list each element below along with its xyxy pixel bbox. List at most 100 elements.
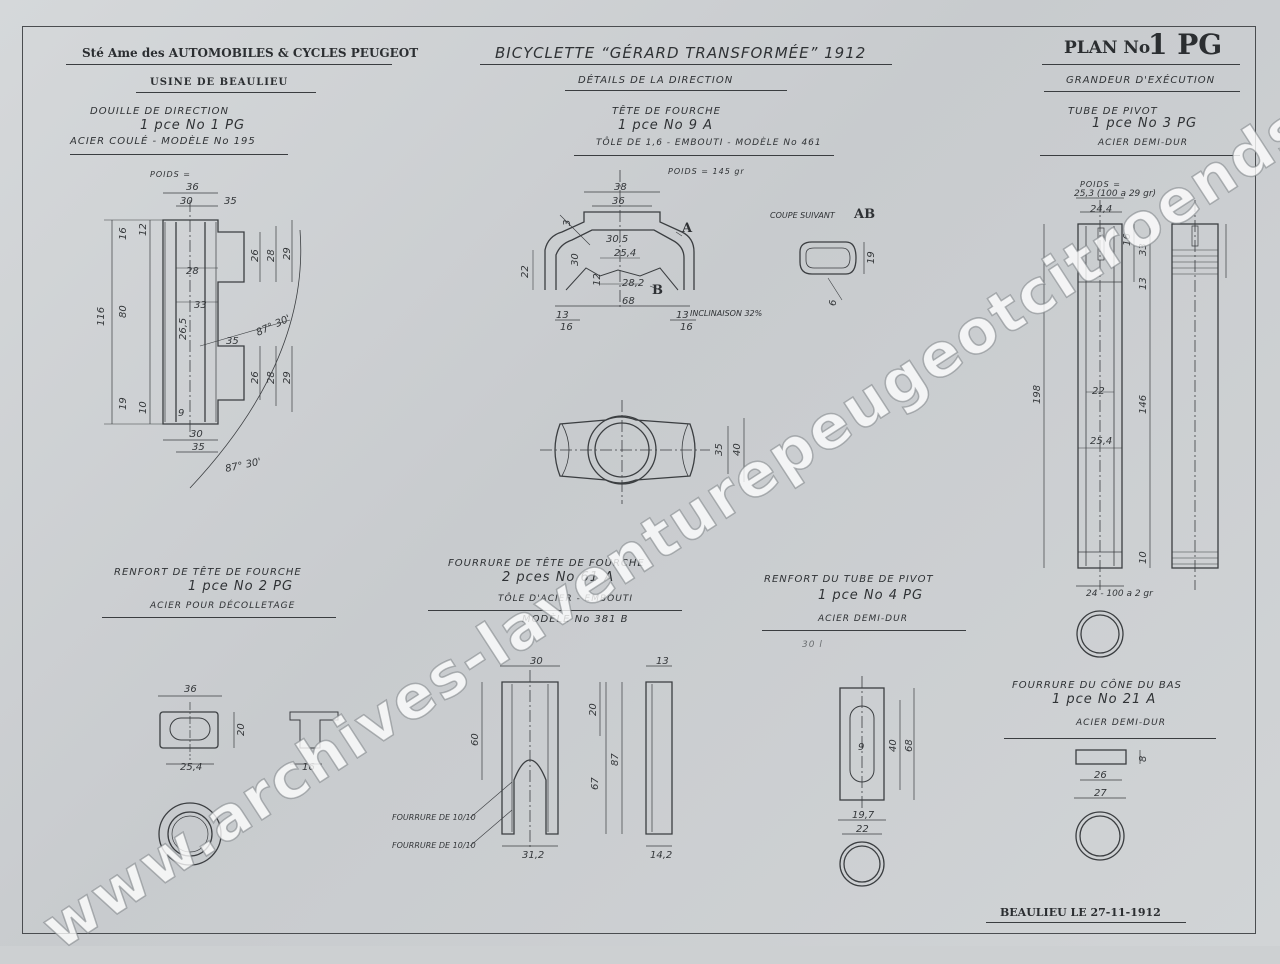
part-pivot-weight: POIDS = — [1080, 180, 1121, 189]
dim-d4-13: 13 — [1138, 277, 1149, 290]
plan-underline — [1042, 64, 1240, 65]
part-fourrure-cone-name: FOURRURE DU CÔNE DU BAS — [1012, 680, 1182, 691]
inclinaison-note: INCLINAISON 32% — [690, 309, 762, 318]
part-tete-weight: POIDS = 145 gr — [668, 167, 745, 176]
dim-d6-13: 13 — [656, 656, 669, 667]
dim-d5-36: 36 — [184, 684, 197, 695]
note-tube-bottom: 24 - 100 a 2 gr — [1086, 589, 1154, 599]
dim-d7-68: 68 — [904, 739, 915, 752]
part-fourrure-tete-underline — [428, 610, 682, 611]
dim-d2-3: 3 — [562, 220, 573, 226]
douille-drawing — [104, 192, 302, 489]
company-name: Sté Ame des AUTOMOBILES & CYCLES PEUGEOT — [82, 46, 419, 60]
dim-d2-35: 35 — [714, 443, 725, 456]
dim-d3-19: 19 — [866, 251, 877, 264]
dim-d4-24-4: 24,4 — [1090, 204, 1112, 215]
dim-d1-10: 10 — [138, 401, 149, 414]
dim-d4-22: 22 — [1092, 386, 1105, 397]
part-fourrure-tete-name: FOURRURE DE TÊTE DE FOURCHE — [448, 558, 645, 569]
fourrure-cone-drawing — [1074, 749, 1141, 861]
part-fourrure-cone-material: ACIER DEMI-DUR — [1076, 718, 1166, 728]
dim-d1-29: 29 — [282, 247, 293, 260]
dim-d1-26-5: 26,5 — [178, 318, 189, 340]
tete-fourche-drawing — [532, 170, 696, 321]
company-underline — [66, 64, 392, 65]
part-renfort-tete-underline — [102, 617, 336, 618]
place-date: BEAULIEU LE 27-11-1912 — [1000, 906, 1161, 919]
dim-d1-26c: 26 — [250, 371, 261, 384]
dim-d1-116: 116 — [96, 307, 107, 326]
renfort-tete-drawing — [158, 695, 339, 866]
dim-d1-28: 28 — [186, 266, 199, 277]
dim-d7-19-7: 19,7 — [852, 810, 875, 821]
part-tete-qty: 1 pce No 9 A — [618, 118, 714, 133]
drawing-subtitle: DÉTAILS DE LA DIRECTION — [578, 75, 734, 86]
fourrure-tete-drawing — [469, 665, 673, 850]
dim-d1-28b: 28 — [266, 249, 277, 262]
dim-d1-28c: 28 — [266, 371, 277, 384]
dim-d4-10: 10 — [1138, 551, 1149, 564]
part-fourrure-cone-qty: 1 pce No 21 A — [1052, 692, 1157, 707]
part-fourrure-tete-model: MODÈLE No 381 B — [522, 614, 629, 625]
note-fourrure-2: FOURRURE DE 10/10 — [392, 841, 476, 850]
dim-d2-30: 30 — [570, 253, 581, 266]
dim-d1-9: 9 — [178, 408, 184, 419]
plan-prefix: PLAN No — [1064, 38, 1151, 58]
coupe-ab-drawing — [799, 241, 865, 301]
dim-d1-16: 16 — [118, 227, 129, 240]
dim-d2-25-4: 25,4 — [614, 248, 636, 259]
part-douille-material: ACIER COULÉ - MODÈLE No 195 — [70, 136, 256, 147]
dim-d1-bottom-35: 35 — [192, 442, 205, 453]
part-fourrure-tete-material: TÔLE D'ACIER - EMBOUTI — [498, 594, 634, 604]
dim-d7-22: 22 — [856, 824, 869, 835]
dim-d1-29c: 29 — [282, 371, 293, 384]
part-renfort-tube-underline — [762, 630, 966, 631]
factory-underline — [136, 92, 316, 93]
dim-d5-25-4: 25,4 — [180, 762, 202, 773]
dim-d1-36: 36 — [186, 182, 199, 193]
dim-d4-33: 33 — [1138, 243, 1149, 256]
title-underline — [480, 64, 892, 65]
dim-d7-9: 9 — [858, 742, 864, 753]
dim-d4-25-4: 25,4 — [1090, 436, 1112, 447]
dim-d6-67: 67 — [590, 777, 601, 790]
section-letter-a: A — [681, 221, 693, 236]
dim-d8-26: 26 — [1094, 770, 1107, 781]
angle-note-2: 87° 30' — [224, 457, 262, 475]
part-renfort-tete-qty: 1 pce No 2 PG — [188, 579, 294, 594]
dim-d2-68: 68 — [622, 296, 635, 307]
dim-d6-14-2: 14,2 — [650, 850, 672, 861]
dim-d2-38: 38 — [614, 182, 627, 193]
part-tete-material: TÔLE DE 1,6 - EMBOUTI - MODÈLE No 461 — [596, 138, 822, 148]
factory-name: USINE DE BEAULIEU — [150, 77, 289, 88]
dim-d2-13b: 13 — [676, 310, 689, 321]
part-douille-qty: 1 pce No 1 PG — [140, 118, 246, 133]
dim-d8-8: 8 — [1138, 756, 1149, 762]
dim-d4-146: 146 — [1138, 395, 1149, 414]
dim-d2-40: 40 — [732, 443, 743, 456]
dim-d2-16: 16 — [560, 322, 573, 333]
part-renfort-tete-name: RENFORT DE TÊTE DE FOURCHE — [114, 567, 302, 578]
dim-d4-16: 16 — [1122, 233, 1133, 246]
part-douille-weight: POIDS = — [150, 170, 191, 179]
part-pivot-underline — [1040, 155, 1240, 156]
dim-d2-28-2: 28,2 — [622, 278, 644, 289]
dim-d2-30-5: 30,5 — [606, 234, 628, 245]
dim-d1-19: 19 — [118, 397, 129, 410]
dim-d4-198: 198 — [1032, 385, 1043, 404]
dim-d1-35b: 35 — [226, 336, 239, 347]
dim-d2-36: 36 — [612, 196, 625, 207]
dim-d5-20: 20 — [236, 723, 247, 736]
plan-subtitle: GRANDEUR D'EXÉCUTION — [1066, 75, 1216, 86]
dim-d1-12: 12 — [138, 223, 149, 236]
part-douille-name: DOUILLE DE DIRECTION — [90, 106, 229, 117]
dim-d1-80: 80 — [118, 305, 129, 318]
dim-d5-16: 16 — [302, 762, 315, 773]
dim-d2-16b: 16 — [680, 322, 693, 333]
dim-d6-30: 30 — [530, 656, 543, 667]
part-renfort-tube-qty: 1 pce No 4 PG — [818, 588, 924, 603]
tete-fourche-plan — [540, 400, 745, 504]
part-pivot-name: TUBE DE PIVOT — [1068, 106, 1158, 117]
note-tube-top: 25,3 (100 a 29 gr) — [1074, 189, 1156, 199]
